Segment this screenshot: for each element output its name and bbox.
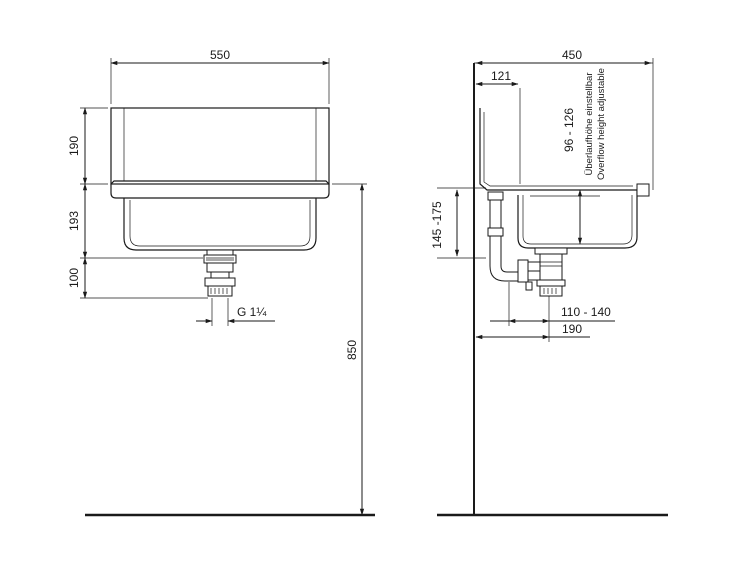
side-view: 450 121 96 - 126 Überlaufhöhe einstellba… bbox=[430, 48, 668, 517]
note-overflow-english: Overflow height adjustable bbox=[596, 68, 607, 180]
dim-install-height: 850 bbox=[332, 183, 367, 516]
dim-drain-offset: 190 bbox=[475, 322, 590, 340]
side-sink-body bbox=[479, 58, 654, 249]
dim-drain-range-label: 110 - 140 bbox=[561, 305, 611, 319]
dim-front-basin-height-label: 190 bbox=[67, 136, 81, 156]
dim-install-height-label: 850 bbox=[345, 340, 359, 360]
dim-overflow-range-label: 96 - 126 bbox=[562, 108, 576, 152]
dim-back-offset: 121 bbox=[475, 69, 519, 87]
dim-thread-label: G 1¼ bbox=[237, 305, 267, 319]
dim-front-trap-length-label: 100 bbox=[67, 268, 81, 288]
dim-side-depth-label: 450 bbox=[562, 48, 582, 62]
dim-front-vertical-chain: 190 193 100 bbox=[67, 107, 208, 299]
dim-drain-offset-label: 190 bbox=[562, 322, 582, 336]
dim-side-depth: 450 bbox=[474, 48, 653, 66]
dim-thread: G 1¼ bbox=[196, 298, 275, 326]
dim-overflow-range: 96 - 126 Überlaufhöhe einstellbar Overfl… bbox=[562, 68, 607, 245]
dim-front-bowl-depth-label: 193 bbox=[67, 211, 81, 231]
front-drain-fitting bbox=[203, 249, 237, 297]
dim-trap-range-label: 145 -175 bbox=[430, 201, 444, 249]
dim-back-offset-label: 121 bbox=[491, 69, 511, 83]
dim-front-width-label: 550 bbox=[210, 48, 230, 62]
side-overflow-trap bbox=[487, 191, 568, 297]
front-view: 550 190 193 100 850 G 1¼ bbox=[67, 48, 375, 517]
note-overflow-german: Überlaufhöhe einstellbar bbox=[584, 73, 595, 176]
dim-trap-range: 145 -175 bbox=[430, 187, 486, 259]
dim-drain-range: 110 - 140 bbox=[490, 282, 615, 342]
dim-front-width: 550 bbox=[110, 48, 330, 104]
front-sink-body bbox=[110, 107, 330, 251]
